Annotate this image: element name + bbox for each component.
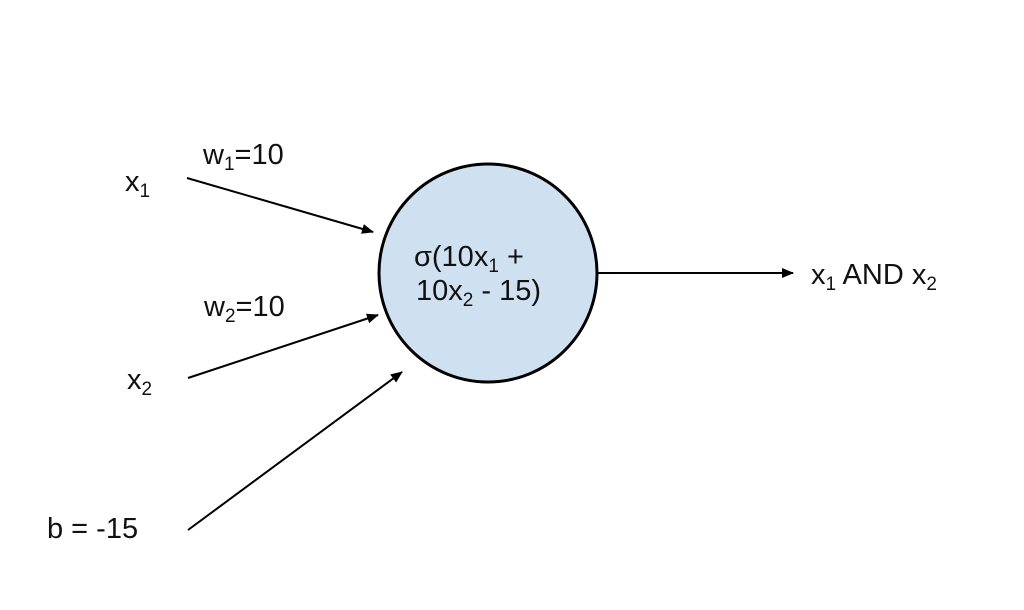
output-operator: AND <box>836 259 912 291</box>
neuron-formula-line1: σ(10x1 + <box>414 240 541 277</box>
output-b-sub: 2 <box>926 274 937 295</box>
w1-var: w <box>203 139 224 171</box>
formula-l1-suffix: + <box>498 241 524 273</box>
w2-subscript: 2 <box>224 306 236 327</box>
weight-w1-label: w1=10 <box>203 139 284 175</box>
x2-subscript: 2 <box>141 379 153 400</box>
neuron-circle <box>377 162 599 384</box>
neuron-formula: σ(10x1 + 10x2 - 15) <box>414 240 542 311</box>
x1-var: x <box>125 166 140 198</box>
input-x2-label: x2 <box>127 364 152 400</box>
formula-l2-suffix: - 15) <box>473 275 542 307</box>
neuron-formula-line2: 10x2 - 15) <box>414 274 542 311</box>
bias-label: b = -15 <box>47 513 139 545</box>
formula-l2-prefix: 10x <box>416 275 463 307</box>
weight-w2-label: w2=10 <box>204 291 285 327</box>
formula-l2-sub: 2 <box>462 290 474 311</box>
output-a-sub: 1 <box>825 274 837 295</box>
formula-l1-prefix: σ(10x <box>414 241 489 273</box>
arrow-x1-to-neuron <box>186 177 374 234</box>
w1-subscript: 1 <box>223 154 235 175</box>
output-b-var: x <box>911 259 927 291</box>
x2-var: x <box>127 364 142 396</box>
arrow-x2-to-neuron <box>187 313 379 379</box>
x1-subscript: 1 <box>139 181 151 202</box>
arrow-bias-to-neuron <box>187 371 403 531</box>
w2-var: w <box>204 291 225 323</box>
formula-l1-sub: 1 <box>488 256 499 277</box>
input-x1-label: x1 <box>125 166 150 202</box>
output-a-var: x <box>811 259 826 291</box>
w2-value: =10 <box>235 291 285 323</box>
output-label: x1 AND x2 <box>811 259 937 295</box>
w1-value: =10 <box>234 139 284 171</box>
